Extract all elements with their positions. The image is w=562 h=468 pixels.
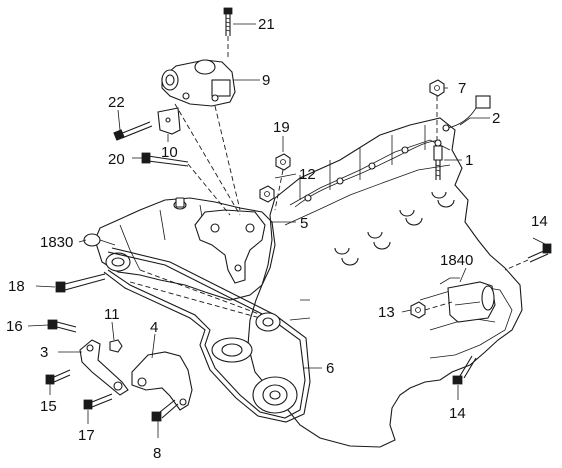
callout-14-upper: 14: [531, 213, 548, 230]
callout-17: 17: [78, 427, 95, 444]
bracket-part-10: [157, 107, 181, 135]
callout-1830: 1830: [40, 234, 73, 251]
bolt-part-20: [141, 152, 189, 167]
callout-9: 9: [262, 72, 270, 89]
callout-6: 6: [326, 360, 334, 377]
bolt-part-18: [55, 273, 106, 293]
callout-14-lower: 14: [449, 405, 466, 422]
callout-22: 22: [108, 94, 125, 111]
callout-5: 5: [300, 215, 308, 232]
nut-part-12: [259, 185, 275, 203]
callout-21: 21: [258, 16, 275, 33]
callout-7: 7: [458, 80, 466, 97]
bracket-part-4: [131, 351, 193, 411]
callout-10: 10: [161, 144, 178, 161]
bolt-part-17: [83, 393, 113, 410]
drive-belt-part-6: [103, 247, 311, 423]
sensor-part-1830: [83, 233, 116, 247]
callout-2: 2: [492, 110, 500, 127]
callout-13: 13: [378, 304, 395, 321]
callout-12: 12: [299, 166, 316, 183]
nut-part-11: [109, 339, 123, 353]
connector-part-2: [442, 95, 491, 132]
callout-18: 18: [8, 278, 25, 295]
bolt-part-21: [223, 7, 233, 36]
callout-16: 16: [6, 318, 23, 335]
starter-part-1840: [439, 277, 496, 323]
tensioner-arm-part-3: [79, 339, 129, 396]
bolt-part-16: [47, 319, 77, 333]
callout-20: 20: [108, 151, 125, 168]
callout-labels: 21 9 22 10 20 19 7 2 1 12 5 1830 14 1840…: [6, 16, 548, 462]
callout-15: 15: [40, 398, 57, 415]
bolt-part-14-lower: [452, 355, 477, 385]
callout-1840: 1840: [440, 252, 473, 269]
bolt-part-8: [151, 399, 179, 422]
callout-19: 19: [273, 119, 290, 136]
callout-3: 3: [40, 344, 48, 361]
bolt-part-14-upper: [527, 243, 552, 263]
bolt-part-22: [113, 121, 153, 141]
nut-part-13: [410, 301, 426, 319]
callout-1: 1: [465, 152, 473, 169]
nut-part-19: [275, 153, 291, 171]
front-cover: [94, 197, 276, 301]
leader-lines: [27, 23, 546, 438]
nut-part-7: [429, 79, 445, 97]
bracket-part-5: [194, 209, 266, 284]
callout-8: 8: [153, 445, 161, 462]
callout-4: 4: [150, 319, 158, 336]
glow-plug-part-1: [433, 139, 443, 180]
valve-assembly-part-9: [161, 59, 236, 107]
bolt-part-15: [45, 369, 71, 385]
callout-11: 11: [104, 306, 120, 323]
